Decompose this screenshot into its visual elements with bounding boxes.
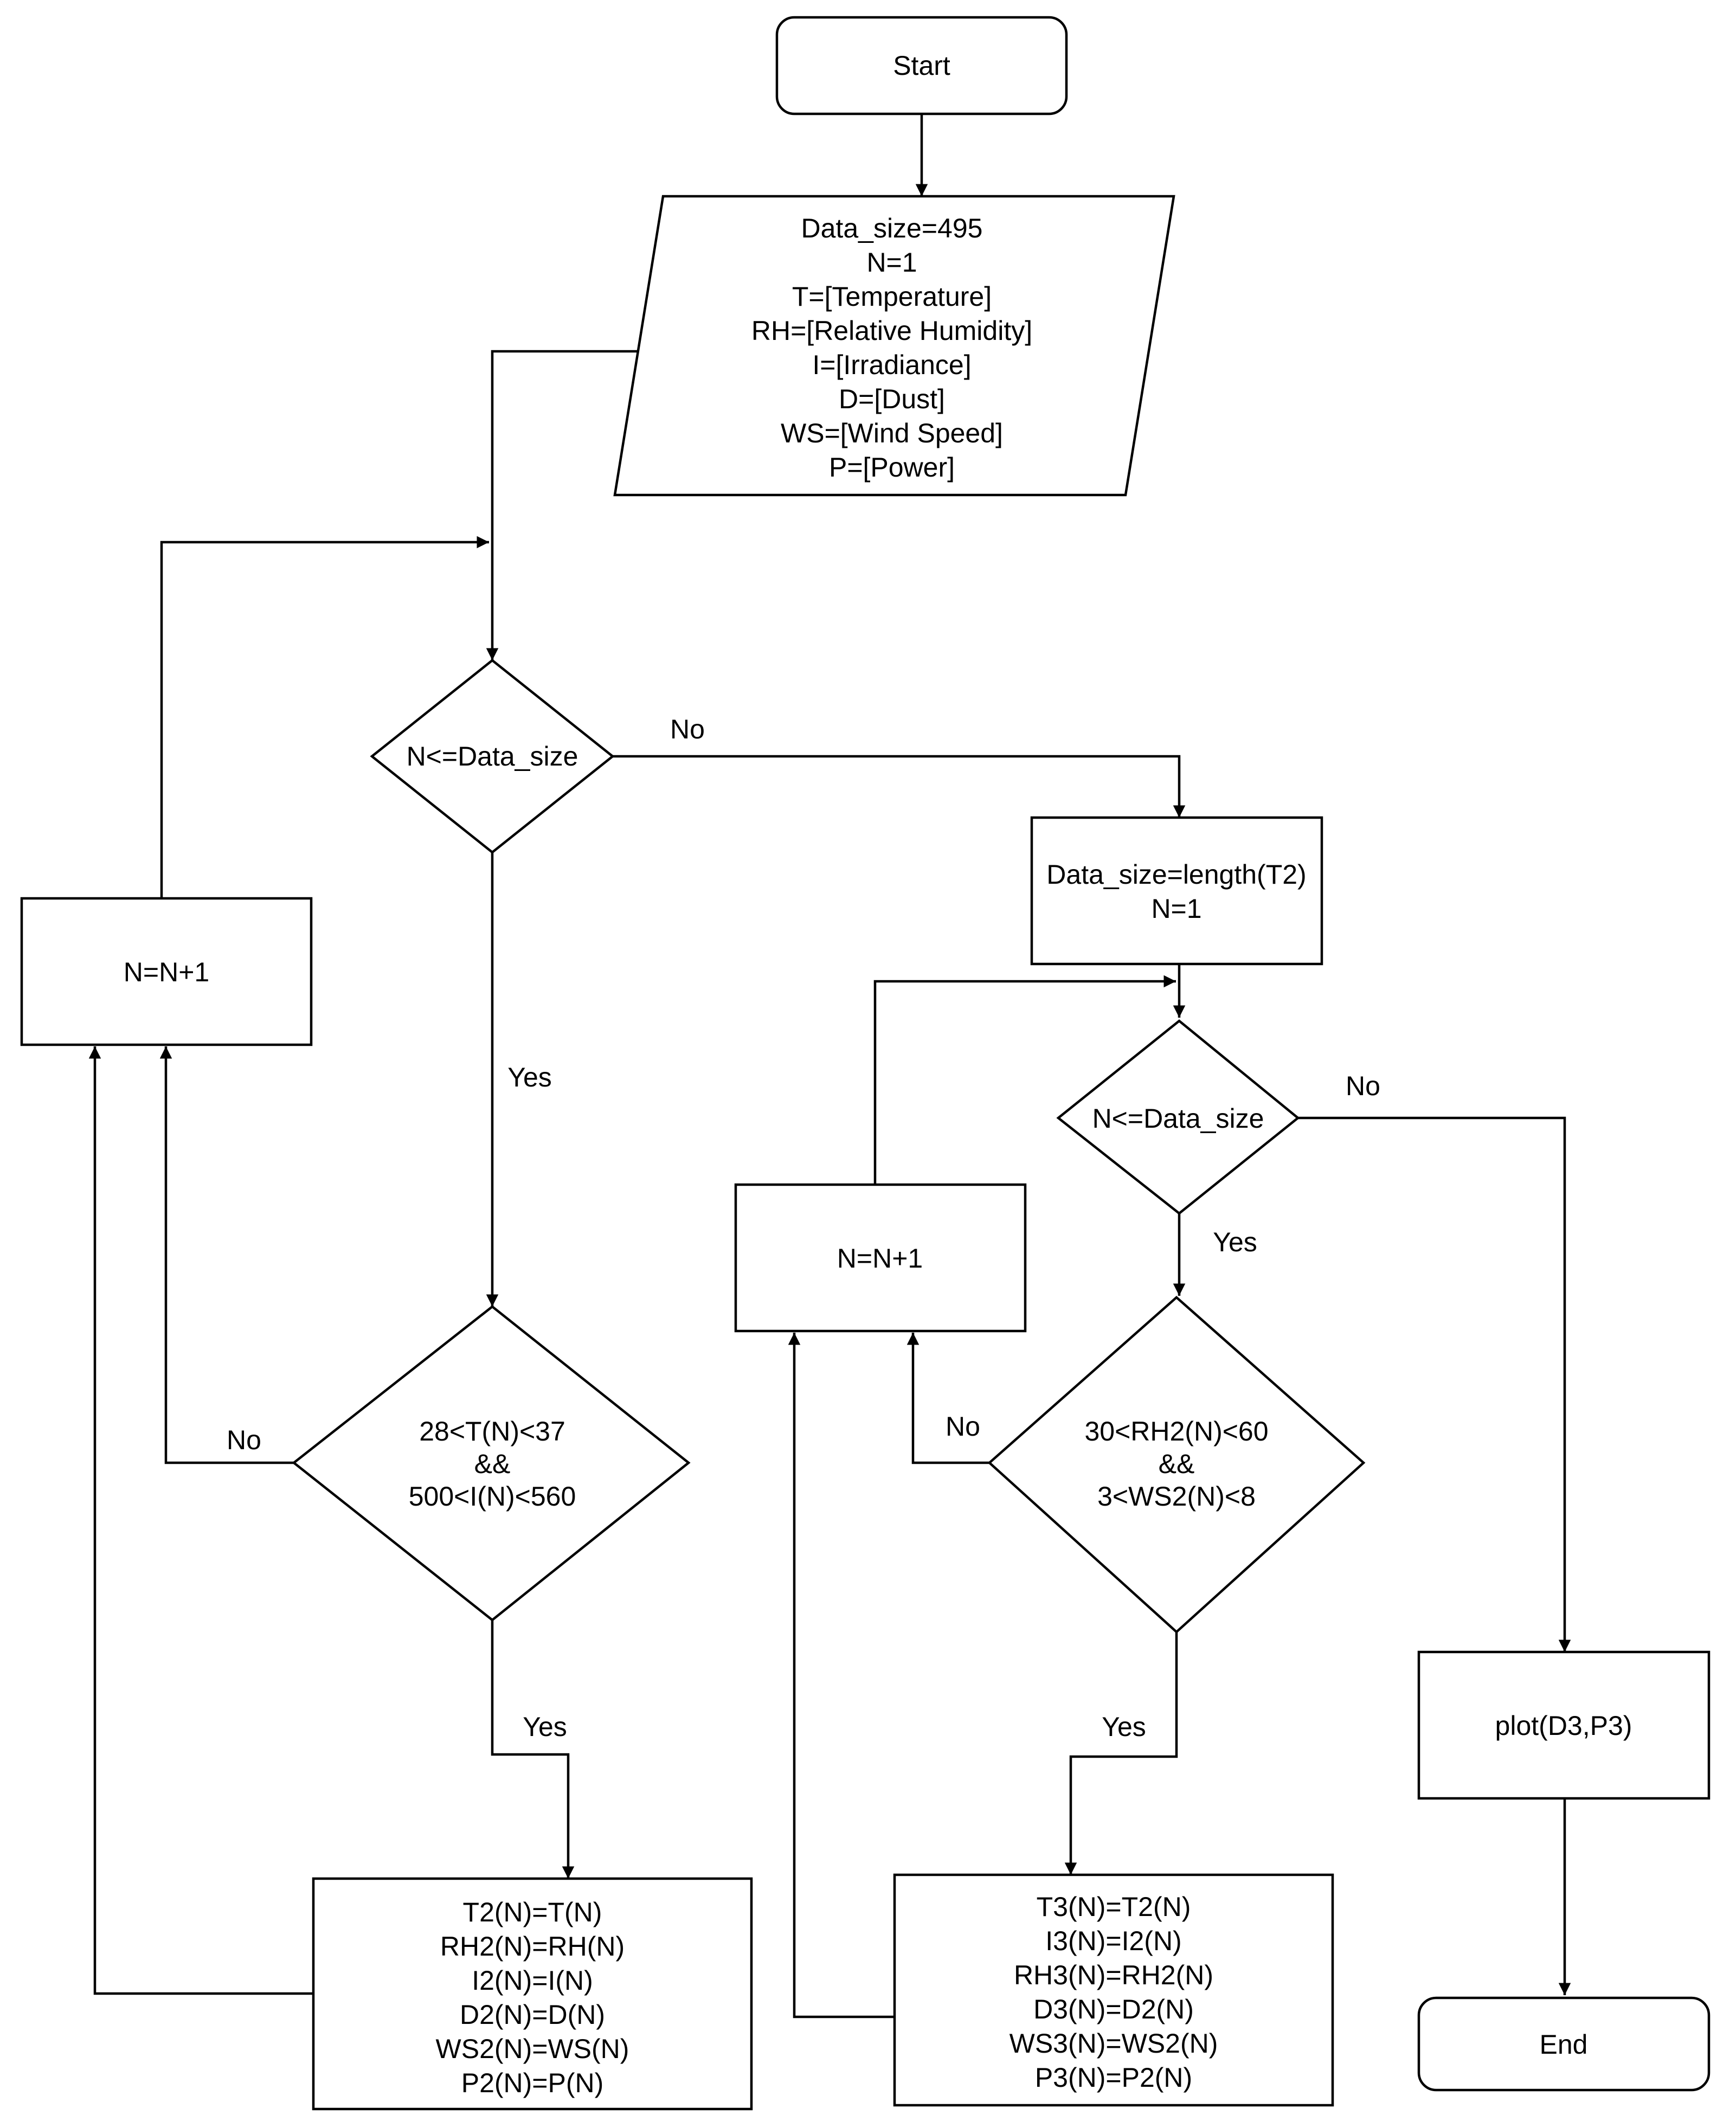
plot-box — [1417, 1650, 1711, 1800]
loop1-decision — [370, 659, 615, 854]
filter1-condition-line: 28<T(N)<37 — [419, 1416, 565, 1446]
filter1-assign-lines: T2(N)=T(N) RH2(N)=RH(N) I2(N)=I(N) D2(N)… — [436, 1897, 629, 2098]
filter2-condition-lines: 30<RH2(N)<60 && 3<WS2(N)<8 — [1084, 1416, 1268, 1512]
filter1-condition-line: && — [474, 1449, 511, 1479]
loop1-yes-label: Yes — [507, 1062, 552, 1092]
filter1-assign-line: P2(N)=P(N) — [461, 2068, 604, 2098]
plot-label: plot(D3,P3) — [1495, 1711, 1632, 1741]
edge-incr2-to-merge — [873, 975, 1176, 1185]
filter1-assign-box — [312, 1877, 753, 2111]
loop2-increment-box — [734, 1183, 1027, 1333]
init2-line: N=1 — [1151, 893, 1201, 924]
filter1-no-label: No — [227, 1425, 261, 1455]
init-line: WS=[Wind Speed] — [781, 418, 1003, 448]
init-line: D=[Dust] — [839, 384, 945, 414]
edge-init-to-loop1 — [486, 350, 639, 660]
filter1-yes-label: Yes — [523, 1712, 567, 1742]
edges — [88, 114, 1571, 2018]
init-line: N=1 — [866, 247, 917, 278]
init-line: RH=[Relative Humidity] — [751, 316, 1032, 346]
edge-loop1-no — [613, 755, 1186, 818]
init-line: P=[Power] — [829, 452, 955, 483]
edge-assign2-to-incr2 — [788, 1333, 895, 2018]
filter2-decision — [987, 1295, 1366, 1634]
loop2-condition-label: N<=Data_size — [1092, 1103, 1264, 1134]
init-parallelogram — [613, 195, 1175, 497]
filter1-assign-line: T2(N)=T(N) — [463, 1897, 602, 1927]
init-line: T=[Temperature] — [792, 281, 992, 312]
filter2-condition-line: 3<WS2(N)<8 — [1097, 1481, 1256, 1512]
init-lines: Data_size=495 N=1 T=[Temperature] RH=[Re… — [751, 213, 1032, 483]
filter1-decision — [292, 1305, 691, 1622]
loop2-no-label: No — [1346, 1071, 1380, 1101]
init2-line: Data_size=length(T2) — [1046, 859, 1306, 890]
filter2-condition-line: 30<RH2(N)<60 — [1084, 1416, 1268, 1446]
start-label: Start — [893, 50, 950, 81]
loop2-increment-label: N=N+1 — [837, 1243, 923, 1274]
end-label: End — [1540, 2029, 1588, 2060]
edge-filter2-yes — [1064, 1632, 1178, 1875]
filter1-condition-line: 500<I(N)<560 — [409, 1481, 576, 1512]
filter2-assign-line: I3(N)=I2(N) — [1045, 1926, 1181, 1956]
filter2-assign-line: RH3(N)=RH2(N) — [1014, 1960, 1213, 1990]
filter2-condition-line: && — [1159, 1449, 1195, 1479]
filter2-assign-line: WS3(N)=WS2(N) — [1010, 2028, 1218, 2059]
init2-box — [1030, 816, 1323, 966]
filter2-assign-line: D3(N)=D2(N) — [1033, 1994, 1194, 2024]
filter2-assign-line: P3(N)=P2(N) — [1035, 2062, 1192, 2093]
filter1-assign-line: WS2(N)=WS(N) — [436, 2034, 629, 2064]
node-labels: Start Data_size=495 N=1 T=[Temperature] … — [124, 50, 1632, 2098]
init-line: I=[Irradiance] — [812, 350, 971, 380]
filter2-assign-line: T3(N)=T2(N) — [1037, 1892, 1191, 1922]
edge-filter1-yes — [491, 1620, 575, 1879]
filter1-condition-lines: 28<T(N)<37 && 500<I(N)<560 — [409, 1416, 576, 1512]
filter2-assign-box — [893, 1873, 1334, 2107]
filter1-assign-line: I2(N)=I(N) — [472, 1965, 593, 1996]
loop1-increment-box — [20, 897, 313, 1046]
filter1-assign-line: D2(N)=D(N) — [460, 2000, 605, 2030]
start-node — [775, 16, 1068, 115]
filter2-yes-label: Yes — [1102, 1712, 1146, 1742]
loop1-condition-label: N<=Data_size — [407, 741, 578, 772]
edge-filter1-no — [159, 1046, 294, 1464]
filter2-no-label: No — [946, 1411, 980, 1442]
nodes — [20, 16, 1711, 2111]
filter2-assign-lines: T3(N)=T2(N) I3(N)=I2(N) RH3(N)=RH2(N) D3… — [1010, 1892, 1218, 2093]
loop1-increment-label: N=N+1 — [124, 957, 209, 987]
edge-labels: No Yes No Yes No Yes No Yes — [227, 714, 1380, 1742]
edge-assign1-to-incr1 — [88, 1046, 313, 1995]
loop2-yes-label: Yes — [1213, 1227, 1257, 1257]
filter1-assign-line: RH2(N)=RH(N) — [440, 1931, 625, 1962]
edge-incr1-to-merge — [160, 536, 489, 898]
loop1-no-label: No — [670, 714, 705, 744]
edge-filter2-no — [906, 1333, 989, 1464]
init-line: Data_size=495 — [801, 213, 983, 243]
end-node — [1417, 1996, 1711, 2092]
loop2-decision — [1056, 1019, 1300, 1215]
edge-loop2-no — [1298, 1116, 1571, 1652]
